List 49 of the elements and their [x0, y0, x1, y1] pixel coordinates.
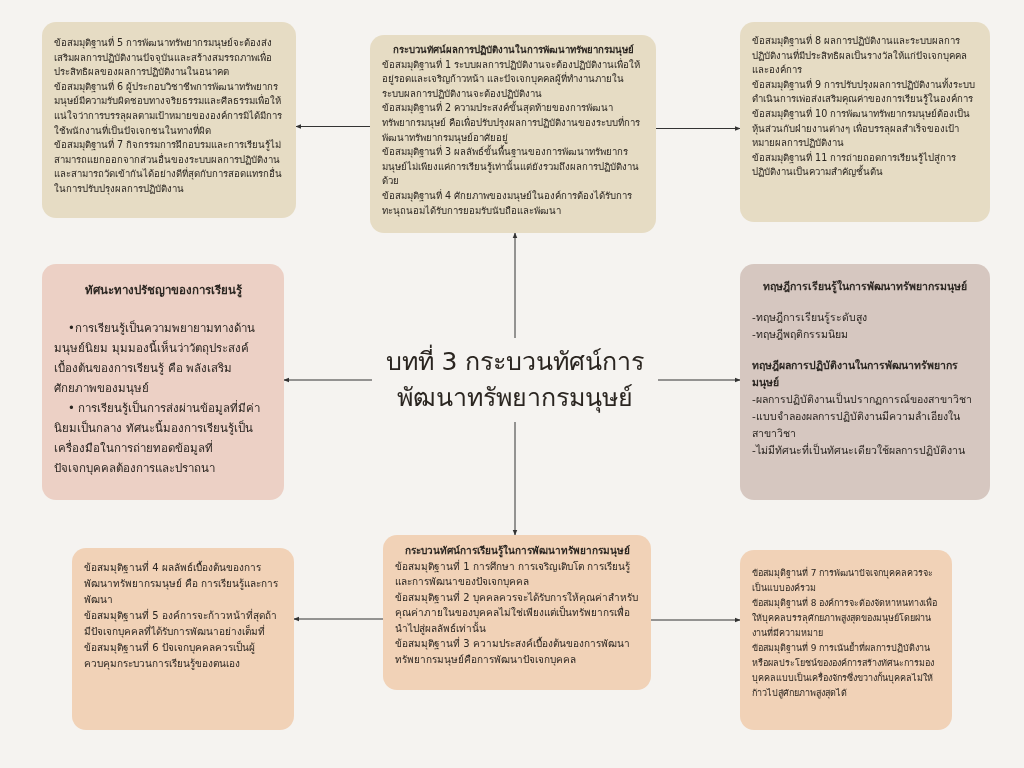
body-text: ข้อสมมุติฐานที่ 3 ผลลัพธ์ขั้นพื้นฐานของการพัฒนาทรัพยากรมนุษย์ไม่เพียงแค่การเรียนรู้เท่านั้นแต่ยังรวมถึงผลการปฏิบัติงานด้วย [382, 145, 644, 189]
body-text: ข้อสมมุติฐานที่ 1 การศึกษา การเจริญเติบโต การเรียนรู้และการพัฒนาของปัจเจกบุคคล [395, 558, 632, 590]
body-text: -แบบจำลองผลการปฏิบัติงานมีความลำเอียงในสาขาวิชา [752, 409, 961, 441]
body-text: ข้อสมมุติฐานที่ 1 ระบบผลการปฏิบัติงานจะต้องปฏิบัติงานเพื่อให้อยู่รอดและเจริญก้าวหน้า และปัจเจกบุคคลผู้ที่ทำงานภายในระบบผลการปฏิบัติงานจะต้องปฏิบัติงาน [382, 57, 642, 101]
body-text: ข้อสมมุติฐานที่ 3 ความประสงค์เบื้องต้นของการพัฒนาทรัพยากรมนุษย์คือการพัฒนาปัจเจกบุคคล [395, 636, 631, 667]
arrow [293, 616, 384, 622]
body-text: ข้อสมมุติฐานที่ 4 ศักยภาพของมนุษย์ในองค์การต้องได้รับการทะนุถนอมได้รับการยอมรับนับถือและพัฒนา [382, 188, 634, 219]
paradigm-card [383, 535, 651, 690]
body-text: -ทฤษฎีพฤติกรรมนิยม [752, 327, 849, 342]
body-text: ข้อสมมุติฐานที่ 2 บุคคลควรจะได้รับการให้คุณค่าสำหรับคุณค่าภายในของบุคคลไม่ใช่เพียงแต่เป็นทรัพยากรเพื่อนำไปสู่ผลลัพธ์เท่านั้น [395, 589, 639, 636]
body-text: ข้อสมมุติฐานที่ 4 ผลลัพธ์เบื้องต้นของการพัฒนาทรัพยากรมนุษย์ คือ การเรียนรู้และการพัฒนา [84, 560, 280, 607]
arrow [650, 617, 741, 623]
arrow [295, 124, 371, 129]
heading-text: กระบวนทัศน์ผลการปฏิบัติงานในการพัฒนาทรัพยากรมนุษย์ [391, 43, 635, 58]
body-text: ข้อสมมุติฐานที่ 11 การถ่ายถอดการเรียนรู้ไปสู่การปฏิบัติงานเป็นความสำคัญชั้นต้น [752, 150, 958, 180]
assumption-card [72, 548, 294, 730]
body-text: -ผลการปฏิบัติงานเป็นปรากฏการณ์ของสาขาวิชา [752, 391, 973, 407]
heading-text: ทัศนะทางปรัชญาของการเรียนรู้ [83, 282, 243, 300]
body-text: • การเรียนรู้เป็นการส่งผ่านข้อมูลที่มีค่านิยมเป็นกลาง ทัศนะนี้มองการเรียนรู้เป็นเครื่องมือในการถ่ายทอดข้อมูลที่ปัจเจกบุคคลต้องการและปราถนา [54, 399, 262, 477]
body-text: ข้อสมมุติฐานที่ 6 ปัจเจกบุคคลควรเป็นผู้ควบคุมกระบวนการเรียนรู้ของตนเอง [84, 640, 256, 672]
body-text: ข้อสมมุติฐานที่ 7 การพัฒนาปัจเจกบุคคลควรจะเป็นแบบองค์รวม [752, 566, 935, 595]
arrow [655, 126, 741, 131]
body-text: ข้อสมมุติฐานที่ 6 ผู้ประกอบวิชาชีพการพัฒนาทรัพยากรมนุษย์มีความรับผิดชอบทางจริยธรรมและศีลธรรมเพื่อให้แน่ใจว่าการบรรลุผลตามเป้าหมายขององค์การมิได้มีการใช้พนักงานที่เป็นปัจเจกชนในทางที่ผิด [54, 79, 283, 138]
body-text: ข้อสมมุติฐานที่ 10 การพัฒนาทรัพยากรมนุษย์ต้องเป็นหุ้นส่วนกับฝ่ายงานต่างๆ เพื่อบรรลุผลสำเร็จของเป้าหมายผลการปฏิบัติงาน [752, 106, 972, 151]
heading-text: ทฤษฎีผลการปฏิบัติงานในการพัฒนาทรัพยากรมนุษย์ [752, 358, 959, 391]
philosophy-card [42, 264, 284, 500]
body-text: -ไม่มีทัศนะที่เป็นทัศนะเดียวใช้ผลการปฏิบัติงาน [752, 442, 966, 458]
arrow [512, 232, 518, 339]
heading-text: กระบวนทัศน์การเรียนรู้ในการพัฒนาทรัพยากรมนุษย์ [403, 543, 631, 559]
title-text: บทที่ 3 กระบวนทัศน์การพัฒนาทรัพยากรมนุษย์ [372, 344, 658, 416]
arrow [657, 377, 741, 383]
body-text: •การเรียนรู้เป็นความพยายามทางด้านมนุษย์นิยม มุมมองนี้เห็นว่าวัตถุประสงค์เบื้องต้นของการเรียนรู้ คือ พลังเสริมศักยภาพของมนุษย์ [54, 319, 256, 397]
arrow [512, 421, 518, 536]
body-text: ข้อสมมุติฐานที่ 8 ผลการปฏิบัติงานและระบบผลการปฏิบัติงานที่มีประสิทธิผลเป็นรางวัลให้แก่ปัจเจกบุคคลและองค์การ [752, 34, 968, 78]
body-text: ข้อสมมุติฐานที่ 7 กิจกรรมการฝึกอบรมและการเรียนรู้ไม่สามารถแยกออกจากส่วนอื่นของระบบผลการปฏิบัติงานและสามารถวัดเข้ากันได้อย่างดีที่สุดกับการสอดแทรกอื่นในการปรับปรุงผลการปฏิบัติงาน [54, 138, 283, 197]
assumption-card [740, 550, 952, 730]
body-text: ข้อสมมุติฐานที่ 9 การปรับปรุงผลการปฏิบัติงานทั้งระบบดำเนินการเพ่อส่งเสริมคุณค่าของการเรียนรู้ในองค์การ [752, 77, 977, 107]
assumption-card [740, 22, 990, 222]
theory-card [740, 264, 990, 500]
arrow [283, 377, 373, 383]
body-text: ข้อสมมุติฐานที่ 2 ความประสงค์ขั้นสุดท้ายของการพัฒนาทรัพยากรมนุษย์ คือเพื่อปรับปรุงผลการปฏิบัติงานของระบบที่การพัฒนาทรัพยากรมนุษย์อาศัยอยู่ [382, 101, 642, 144]
body-text: ข้อสมมุติฐานที่ 5 องค์การจะก้าวหน้าที่สุดถ้ามีปัจเจกบุคคลที่ได้รับการพัฒนาอย่างเต็มที่ [84, 608, 278, 640]
heading-text: ทฤษฎีการเรียนรู้ในการพัฒนาทรัพยากรมนุษย์ [762, 279, 968, 295]
assumption-card [42, 22, 296, 218]
body-text: ข้อสมมุติฐานที่ 5 การพัฒนาทรัพยากรมนุษย์จะต้องส่งเสริมผลการปฏิบัติงานปัจจุบันและสร้างสมรรถภาพเพื่อประสิทธิผลของผลการปฏิบัติงานในอนาคต [54, 36, 274, 80]
paradigm-card [370, 35, 656, 233]
body-text: ข้อสมมุติฐานที่ 8 องค์การจะต้องจัดหาหนทางเพื่อให้บุคคลบรรลุศักยภาพสูงสุดของมนุษย์โดยผ่านงานที่มีความหมาย [752, 596, 939, 640]
body-text: -ทฤษฎีการเรียนรู้ระดับสูง [752, 310, 868, 326]
body-text: ข้อสมมุติฐานที่ 9 การเน้นย้ำที่ผลการปฏิบัติงานหรือผลประโยชน์ขององค์การสร้างทัศนะการมองบุคคลแบบเป็นเครื่องจักรซึ่งขวางกั้นบุคคลไม่ให้ก้าวไปสู่ศักยภาพสูงสุดได้ [752, 641, 935, 701]
